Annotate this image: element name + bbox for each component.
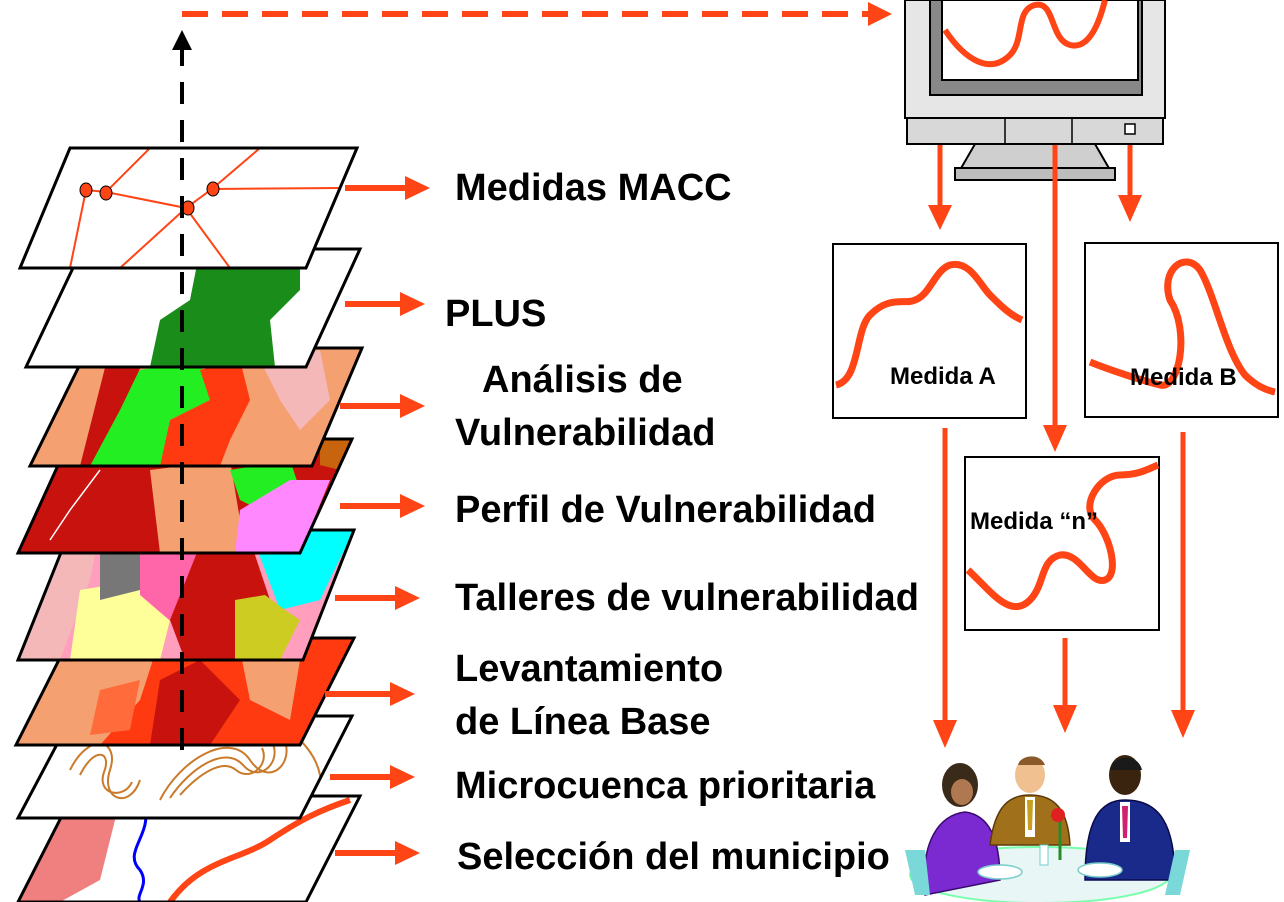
label-seleccion: Selección del municipio xyxy=(457,836,890,878)
layer-analisis xyxy=(27,346,365,468)
label-medida-a: Medida A xyxy=(890,363,996,390)
label-medidas-macc: Medidas MACC xyxy=(455,167,732,209)
label-levantamiento-line1: Levantamiento xyxy=(455,648,723,690)
label-talleres: Talleres de vulnerabilidad xyxy=(455,577,919,619)
label-analisis-line2: Vulnerabilidad xyxy=(455,412,715,454)
up-arrowhead xyxy=(172,30,192,50)
label-perfil: Perfil de Vulnerabilidad xyxy=(455,489,876,531)
river-line xyxy=(132,799,148,902)
label-microcuenca: Microcuenca prioritaria xyxy=(455,765,876,807)
computer-monitor-icon xyxy=(904,0,1166,181)
measure-n-card: Medida “n” xyxy=(964,456,1160,631)
layer-levantamiento xyxy=(13,636,357,747)
label-medida-b: Medida B xyxy=(1130,364,1237,391)
layer-plus xyxy=(23,247,363,369)
label-levantamiento-line2: de Línea Base xyxy=(455,701,711,743)
layer-medidas xyxy=(17,146,360,270)
label-plus: PLUS xyxy=(445,293,546,335)
label-medida-n: Medida “n” xyxy=(970,508,1098,535)
measure-b-card: Medida B xyxy=(1084,242,1279,418)
meeting-people-icon xyxy=(905,755,1190,902)
label-analisis-line1: Análisis de xyxy=(482,359,683,401)
measure-a-card: Medida A xyxy=(832,243,1027,419)
